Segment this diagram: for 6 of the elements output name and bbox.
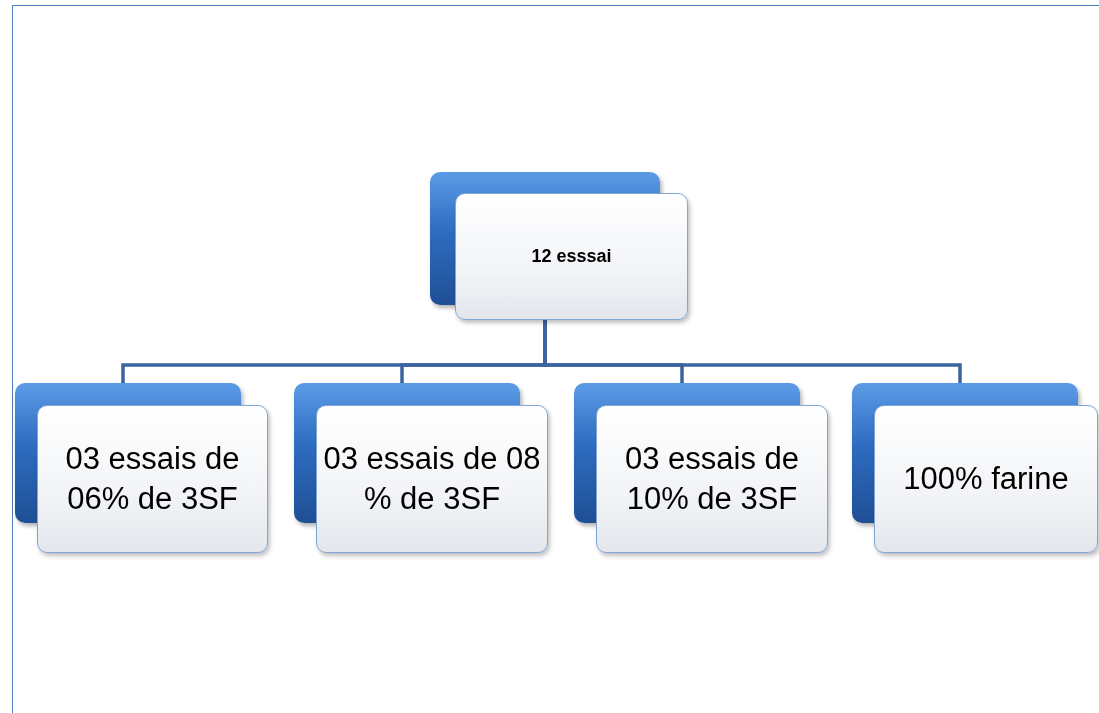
connector-line [543, 320, 962, 383]
box-text: 03 essais de 08 % de 3SF [322, 439, 542, 518]
box-text: 100% farine [903, 459, 1069, 498]
box-text: 12 esssai [531, 244, 612, 268]
box-text: 03 essais de 06% de 3SF [64, 439, 241, 518]
box-text: 03 essais de 10% de 3SF [623, 439, 801, 518]
